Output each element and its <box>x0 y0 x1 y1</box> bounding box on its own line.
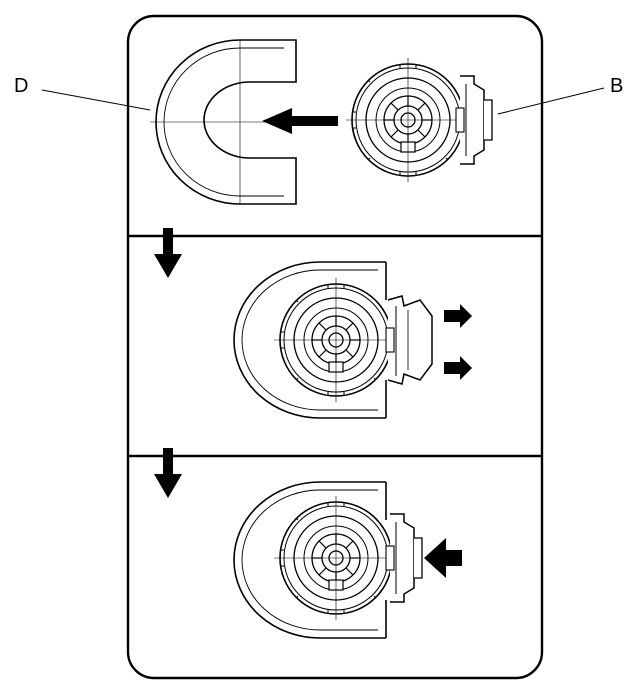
arrow-left <box>262 108 338 134</box>
callout-d-label: D <box>14 75 28 97</box>
callout-b: B <box>497 75 623 115</box>
step-3-panel <box>233 481 462 639</box>
callout-d: D <box>14 75 151 111</box>
callout-b-label: B <box>610 75 623 97</box>
step-2-panel <box>233 261 472 419</box>
latch-clip-open <box>385 295 433 385</box>
holder-c-shape <box>150 39 300 205</box>
arrow-left <box>424 538 462 578</box>
step-1-panel <box>150 39 493 205</box>
